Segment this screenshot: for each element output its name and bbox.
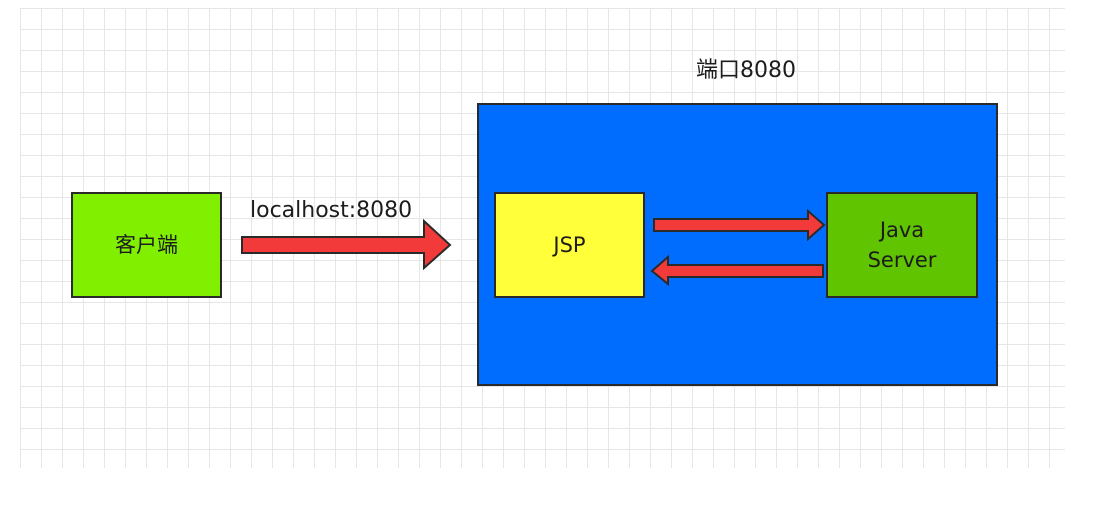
server-label-line2: Server (867, 248, 937, 272)
server-label: Java Server (868, 215, 937, 275)
jsp-label: JSP (553, 233, 586, 257)
jsp-node: JSP (494, 192, 645, 298)
url-label: localhost:8080 (250, 198, 413, 223)
server-label-line1: Java (879, 218, 925, 242)
port-label: 端口8080 (696, 58, 796, 83)
client-node: 客户端 (71, 192, 222, 298)
client-label: 客户端 (115, 233, 178, 257)
java-server-node: Java Server (826, 192, 978, 298)
